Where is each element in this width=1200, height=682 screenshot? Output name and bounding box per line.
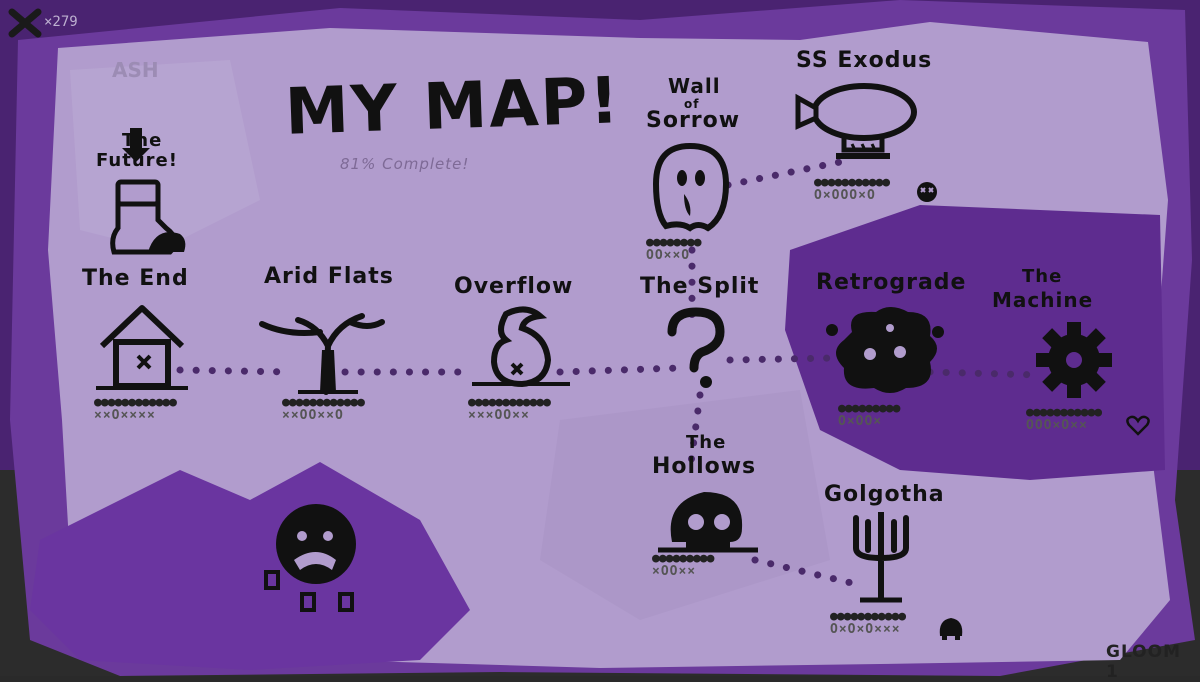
completion-text: 81% Complete! — [340, 155, 470, 173]
progress-dots: ●●●●●●●●●●●● — [94, 395, 177, 410]
location-label: The — [1022, 266, 1063, 287]
trident-icon — [853, 512, 909, 603]
location-label: Retrograde — [816, 270, 967, 295]
location-label: SS Exodus — [796, 48, 933, 73]
faded-label: ASH — [112, 58, 159, 82]
progress-marks: O×OO× — [838, 414, 883, 429]
progress-marks: ××O×××× — [94, 408, 156, 423]
progress-dots: ●●●●●●●●●●●● — [468, 395, 551, 410]
location-progress: ●●●●●●●●●●●● ×××OO×× — [468, 395, 551, 423]
progress-dots: ●●●●●●●●●●● — [830, 609, 906, 624]
location-progress: ●●●●●●●●●●● O×OOO×O — [814, 175, 890, 203]
location-label: The Split — [640, 274, 760, 299]
ghost-icon — [652, 142, 730, 232]
progress-dots: ●●●●●●●●● — [652, 551, 714, 566]
location-label: Arid Flats — [264, 264, 394, 289]
dark-region-southwest — [30, 462, 470, 670]
location-progress: ●●●●●●●●●●● O×O×O××× — [830, 609, 906, 637]
location-label: The — [686, 432, 727, 453]
house-icon — [96, 305, 188, 390]
location-label: The End — [82, 266, 189, 291]
progress-marks: ×××OO×× — [468, 408, 530, 423]
progress-marks: OO××O — [646, 248, 691, 263]
location-progress: ●●●●●●●●● ×OO×× — [652, 551, 714, 579]
character-collectible-icon — [939, 618, 963, 640]
location-progress: ●●●●●●●● OO××O — [646, 235, 702, 263]
progress-marks: ××OO××O — [282, 408, 344, 423]
sinking-fish-icon — [472, 306, 570, 388]
location-progress: ●●●●●●●●●●●● ××O×××× — [94, 395, 177, 423]
blob-icon — [826, 307, 944, 393]
progress-dots: ●●●●●●●●●●● — [1026, 405, 1102, 420]
progress-dots: ●●●●●●●●●●●● — [282, 395, 365, 410]
map-paths — [176, 158, 1044, 589]
location-label: Wall — [668, 74, 721, 98]
location-progress: ●●●●●●●●●●● OOO×O×× — [1026, 405, 1102, 433]
progress-dots: ●●●●●●●● — [646, 235, 702, 250]
heart-icon — [1126, 415, 1150, 436]
progress-marks: OOO×O×× — [1026, 418, 1088, 433]
progress-dots: ●●●●●●●●●●● — [814, 175, 890, 190]
progress-marks: O×O×O××× — [830, 622, 901, 637]
dark-region-east — [785, 205, 1165, 480]
skull-icon — [658, 492, 758, 553]
location-progress: ●●●●●●●●●●●● ××OO××O — [282, 395, 365, 423]
location-label: of — [684, 97, 700, 111]
progress-marks: ×OO×× — [652, 564, 697, 579]
blimp-icon — [795, 83, 917, 159]
tumor-icon — [8, 8, 42, 38]
dead-tree-icon — [259, 313, 385, 395]
location-label: Hollows — [652, 454, 757, 479]
question-icon — [667, 307, 725, 388]
tumor-count: ×279 — [44, 14, 78, 30]
level-indicator: GLOOM 1 — [1106, 642, 1182, 682]
gear-icon — [1036, 322, 1112, 398]
location-progress: ●●●●●●●●● O×OO× — [838, 401, 900, 429]
progress-marks: O×OOO×O — [814, 188, 876, 203]
location-label: Sorrow — [646, 108, 741, 133]
progress-dots: ●●●●●●●●● — [838, 401, 900, 416]
tumor-collectible-icon — [917, 182, 937, 202]
map-title: MY MAP! — [283, 64, 622, 150]
boot-icon — [110, 128, 186, 255]
player-character — [264, 504, 356, 612]
location-label: Golgotha — [824, 482, 945, 507]
location-label: Machine — [992, 288, 1094, 312]
location-label: Overflow — [454, 274, 574, 299]
